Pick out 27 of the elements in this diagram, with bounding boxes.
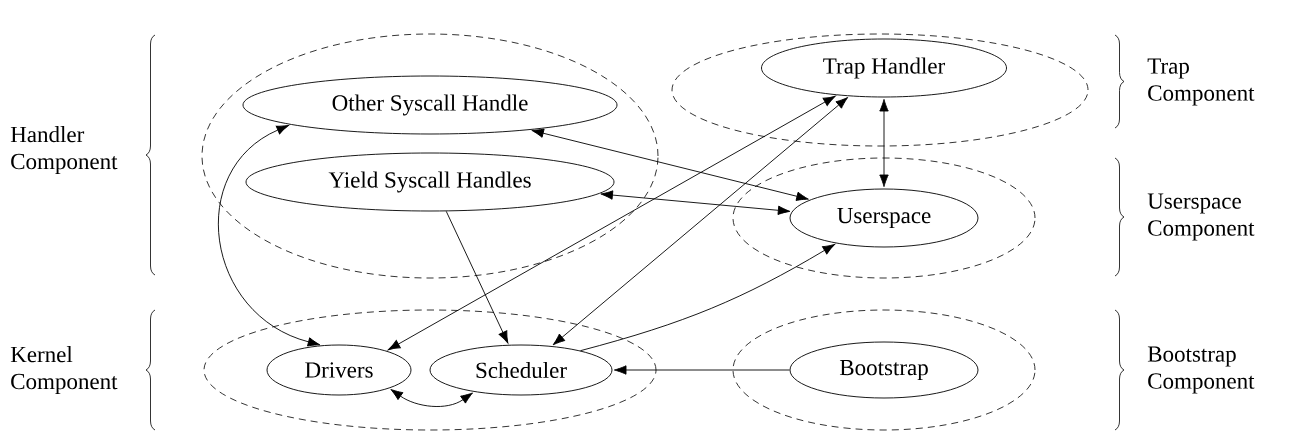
ellipse-node: Other Syscall Handle bbox=[242, 75, 618, 135]
component-label: Handler Component bbox=[10, 126, 118, 174]
arrow bbox=[218, 124, 321, 347]
ellipse-node: Userspace bbox=[789, 188, 979, 248]
arrow bbox=[387, 95, 836, 351]
component-label: Bootstrap Component bbox=[1147, 346, 1255, 394]
component-label: Trap Component bbox=[1147, 58, 1255, 106]
component-label: Kernel Component bbox=[10, 346, 118, 394]
arrow bbox=[580, 243, 836, 352]
dashed-ellipse bbox=[671, 33, 1089, 147]
arrow bbox=[879, 98, 889, 188]
arrow bbox=[613, 365, 790, 375]
arrow bbox=[390, 389, 473, 407]
dashed-ellipse bbox=[203, 309, 657, 431]
dashed-ellipse bbox=[732, 157, 1036, 279]
ellipse-node: Drivers bbox=[266, 344, 412, 396]
arrow bbox=[552, 97, 849, 346]
component-label: Userspace Component bbox=[1147, 193, 1255, 241]
ellipse-node: Trap Handler bbox=[761, 38, 1007, 98]
ellipse-node: Scheduler bbox=[429, 344, 613, 396]
ellipse-node: Yield Syscall Handles bbox=[245, 152, 615, 212]
arrow bbox=[531, 128, 809, 201]
dashed-ellipse bbox=[732, 309, 1036, 431]
dashed-ellipse bbox=[201, 33, 659, 279]
ellipse-node: Bootstrap bbox=[789, 341, 979, 399]
arrow bbox=[445, 210, 509, 344]
arrow bbox=[600, 190, 791, 215]
